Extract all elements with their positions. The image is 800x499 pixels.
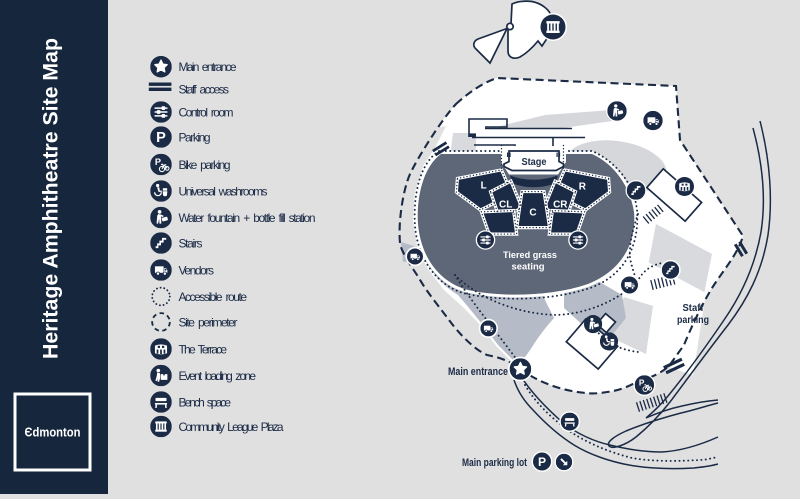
svg-text:Parking: Parking	[179, 131, 211, 145]
svg-text:Water fountain + bottle fill s: Water fountain + bottle fill station	[179, 211, 316, 225]
svg-text:L: L	[481, 180, 487, 191]
svg-text:Accessible route: Accessible route	[179, 290, 248, 304]
svg-text:Universal washrooms: Universal washrooms	[179, 185, 268, 199]
svg-text:Єdmonton: Єdmonton	[25, 425, 81, 440]
svg-text:parking: parking	[677, 315, 709, 326]
svg-text:Main entrance: Main entrance	[448, 366, 508, 378]
svg-text:Control room: Control room	[179, 106, 234, 120]
svg-text:R: R	[579, 182, 586, 193]
svg-text:C: C	[529, 208, 536, 219]
svg-text:Staff access: Staff access	[179, 83, 230, 97]
svg-text:Bike parking: Bike parking	[179, 158, 231, 172]
svg-text:CL: CL	[499, 199, 512, 210]
svg-text:Stairs: Stairs	[179, 237, 203, 251]
svg-text:seating: seating	[512, 262, 545, 273]
svg-text:Staff: Staff	[683, 303, 705, 314]
svg-text:Bench space: Bench space	[179, 396, 232, 410]
svg-text:Main entrance: Main entrance	[179, 60, 237, 74]
svg-text:Vendors: Vendors	[179, 264, 215, 278]
svg-text:Heritage Amphitheatre Site Map: Heritage Amphitheatre Site Map	[40, 38, 63, 359]
svg-text:The Terrace: The Terrace	[179, 343, 228, 357]
svg-text:Main parking lot: Main parking lot	[462, 457, 527, 469]
svg-text:Site perimeter: Site perimeter	[179, 316, 238, 330]
svg-text:CR: CR	[553, 199, 567, 210]
svg-text:Event loading zone: Event loading zone	[179, 369, 257, 383]
svg-text:Community League Plaza: Community League Plaza	[179, 420, 284, 434]
svg-text:Stage: Stage	[522, 157, 547, 168]
svg-text:Tiered grass: Tiered grass	[503, 250, 557, 261]
